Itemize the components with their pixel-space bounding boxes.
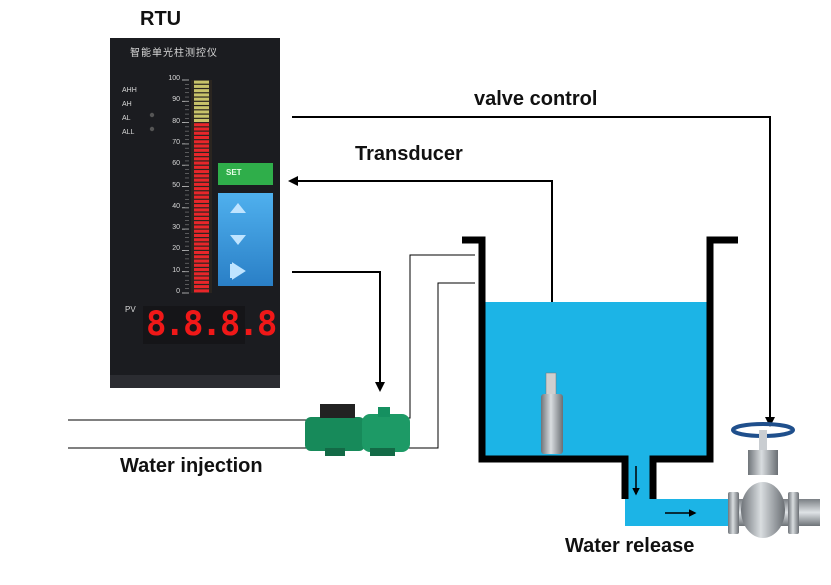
scale-label: 30: [172, 224, 180, 232]
pv-display: [143, 306, 245, 344]
bar-segment: [194, 135, 209, 140]
bar-segment: [194, 221, 209, 225]
bar-segment: [194, 93, 209, 97]
bar-segment: [194, 242, 209, 246]
bar-segment: [194, 276, 209, 280]
rtu-label: RTU: [140, 8, 182, 30]
scale-label: 100: [168, 75, 180, 82]
step-arrow-icon[interactable]: [230, 262, 246, 280]
pump-control-line: [292, 271, 385, 392]
bar-segment: [194, 89, 209, 93]
bar-segment: [194, 127, 209, 131]
bar-segment: [194, 182, 209, 186]
alarm-labels: AHH AH AL ALL: [122, 87, 152, 143]
tank-wall-right: [649, 236, 738, 499]
bar-segment: [194, 118, 209, 122]
alarm-label: AHH: [122, 87, 137, 94]
alarm-label: AL: [122, 115, 131, 122]
alarm-led: [149, 112, 155, 118]
bar-segment: [194, 268, 209, 272]
bar-segment: [194, 225, 209, 229]
pv-label: PV: [125, 305, 136, 314]
bar-segment: [194, 246, 209, 250]
set-button-label: SET: [226, 168, 242, 177]
pv-value: 8.8.8.8: [146, 304, 277, 344]
tank-outlet-water: [625, 459, 653, 499]
bar-segment: [194, 174, 209, 178]
water-injection-label: Water injection: [120, 455, 263, 477]
set-button[interactable]: [218, 163, 273, 185]
bar-segment: [194, 255, 209, 259]
valve-control-line: [292, 116, 775, 427]
bar-segment: [194, 101, 209, 105]
bar-segment: [194, 191, 209, 195]
down-arrow-icon[interactable]: [230, 235, 246, 245]
bar-segment: [194, 238, 209, 242]
water-release-label: Water release: [565, 535, 695, 557]
bar-segment: [194, 153, 209, 157]
bar-segment: [194, 251, 209, 255]
bar-segment: [194, 233, 209, 238]
scale-label: 80: [172, 117, 180, 125]
bar-segment: [194, 272, 209, 276]
scale-label: 40: [172, 202, 180, 210]
scale-label: 50: [172, 181, 180, 189]
bar-segment: [194, 216, 209, 220]
bar-segment: [194, 289, 209, 293]
bar-segment: [194, 204, 209, 208]
bar-segment: [194, 285, 209, 289]
bar-segment: [194, 165, 209, 169]
tank-water: [482, 302, 710, 459]
scale-label: 0: [176, 288, 180, 295]
bar-segment: [194, 170, 209, 174]
bar-segment: [194, 114, 209, 118]
bar-segment: [194, 140, 209, 144]
alarm-label: ALL: [122, 129, 135, 136]
tank-wall-left: [462, 236, 629, 499]
keypad: [218, 193, 273, 286]
bar-segment: [194, 187, 209, 191]
scale-label: 70: [172, 138, 180, 146]
scale-label: 20: [172, 245, 180, 253]
bar-segment: [194, 199, 209, 203]
bar-segment: [194, 131, 209, 135]
bar-segment: [194, 229, 209, 233]
bar-segment: [194, 144, 209, 148]
bar-segment: [194, 123, 209, 127]
bar-segment: [194, 80, 209, 84]
bar-segment: [194, 259, 209, 263]
bargraph: [194, 80, 209, 293]
bar-segment: [194, 84, 209, 88]
up-arrow-icon[interactable]: [230, 203, 246, 213]
valve-control-label: valve control: [474, 88, 598, 110]
bar-segment: [194, 208, 209, 212]
transducer-label: Transducer: [355, 143, 463, 165]
alarm-leds: [149, 112, 155, 132]
pump: [305, 404, 410, 456]
scale-label: 60: [172, 160, 180, 168]
bar-segment: [194, 106, 209, 110]
rtu-panel-bezel: [110, 375, 280, 388]
bar-segment: [194, 212, 209, 216]
scale-label: 90: [172, 96, 180, 104]
alarm-led: [149, 126, 155, 132]
gate-valve: [728, 422, 820, 538]
pressure-transducer: [541, 372, 563, 454]
bar-segment: [194, 161, 209, 165]
bar-segment: [194, 97, 209, 101]
bar-segment: [194, 263, 209, 267]
scale-label: 10: [172, 266, 180, 274]
alarm-label: AH: [122, 101, 132, 108]
rtu-panel: [110, 38, 280, 388]
bar-scale: [182, 79, 189, 294]
bar-segment: [194, 280, 209, 284]
bar-segment: [194, 178, 209, 182]
rtu-panel-title: 智能单光柱测控仪: [130, 48, 218, 59]
bar-segment: [194, 148, 209, 152]
bar-segment: [194, 157, 209, 161]
bar-segment: [194, 195, 209, 199]
bar-segment: [194, 110, 209, 114]
